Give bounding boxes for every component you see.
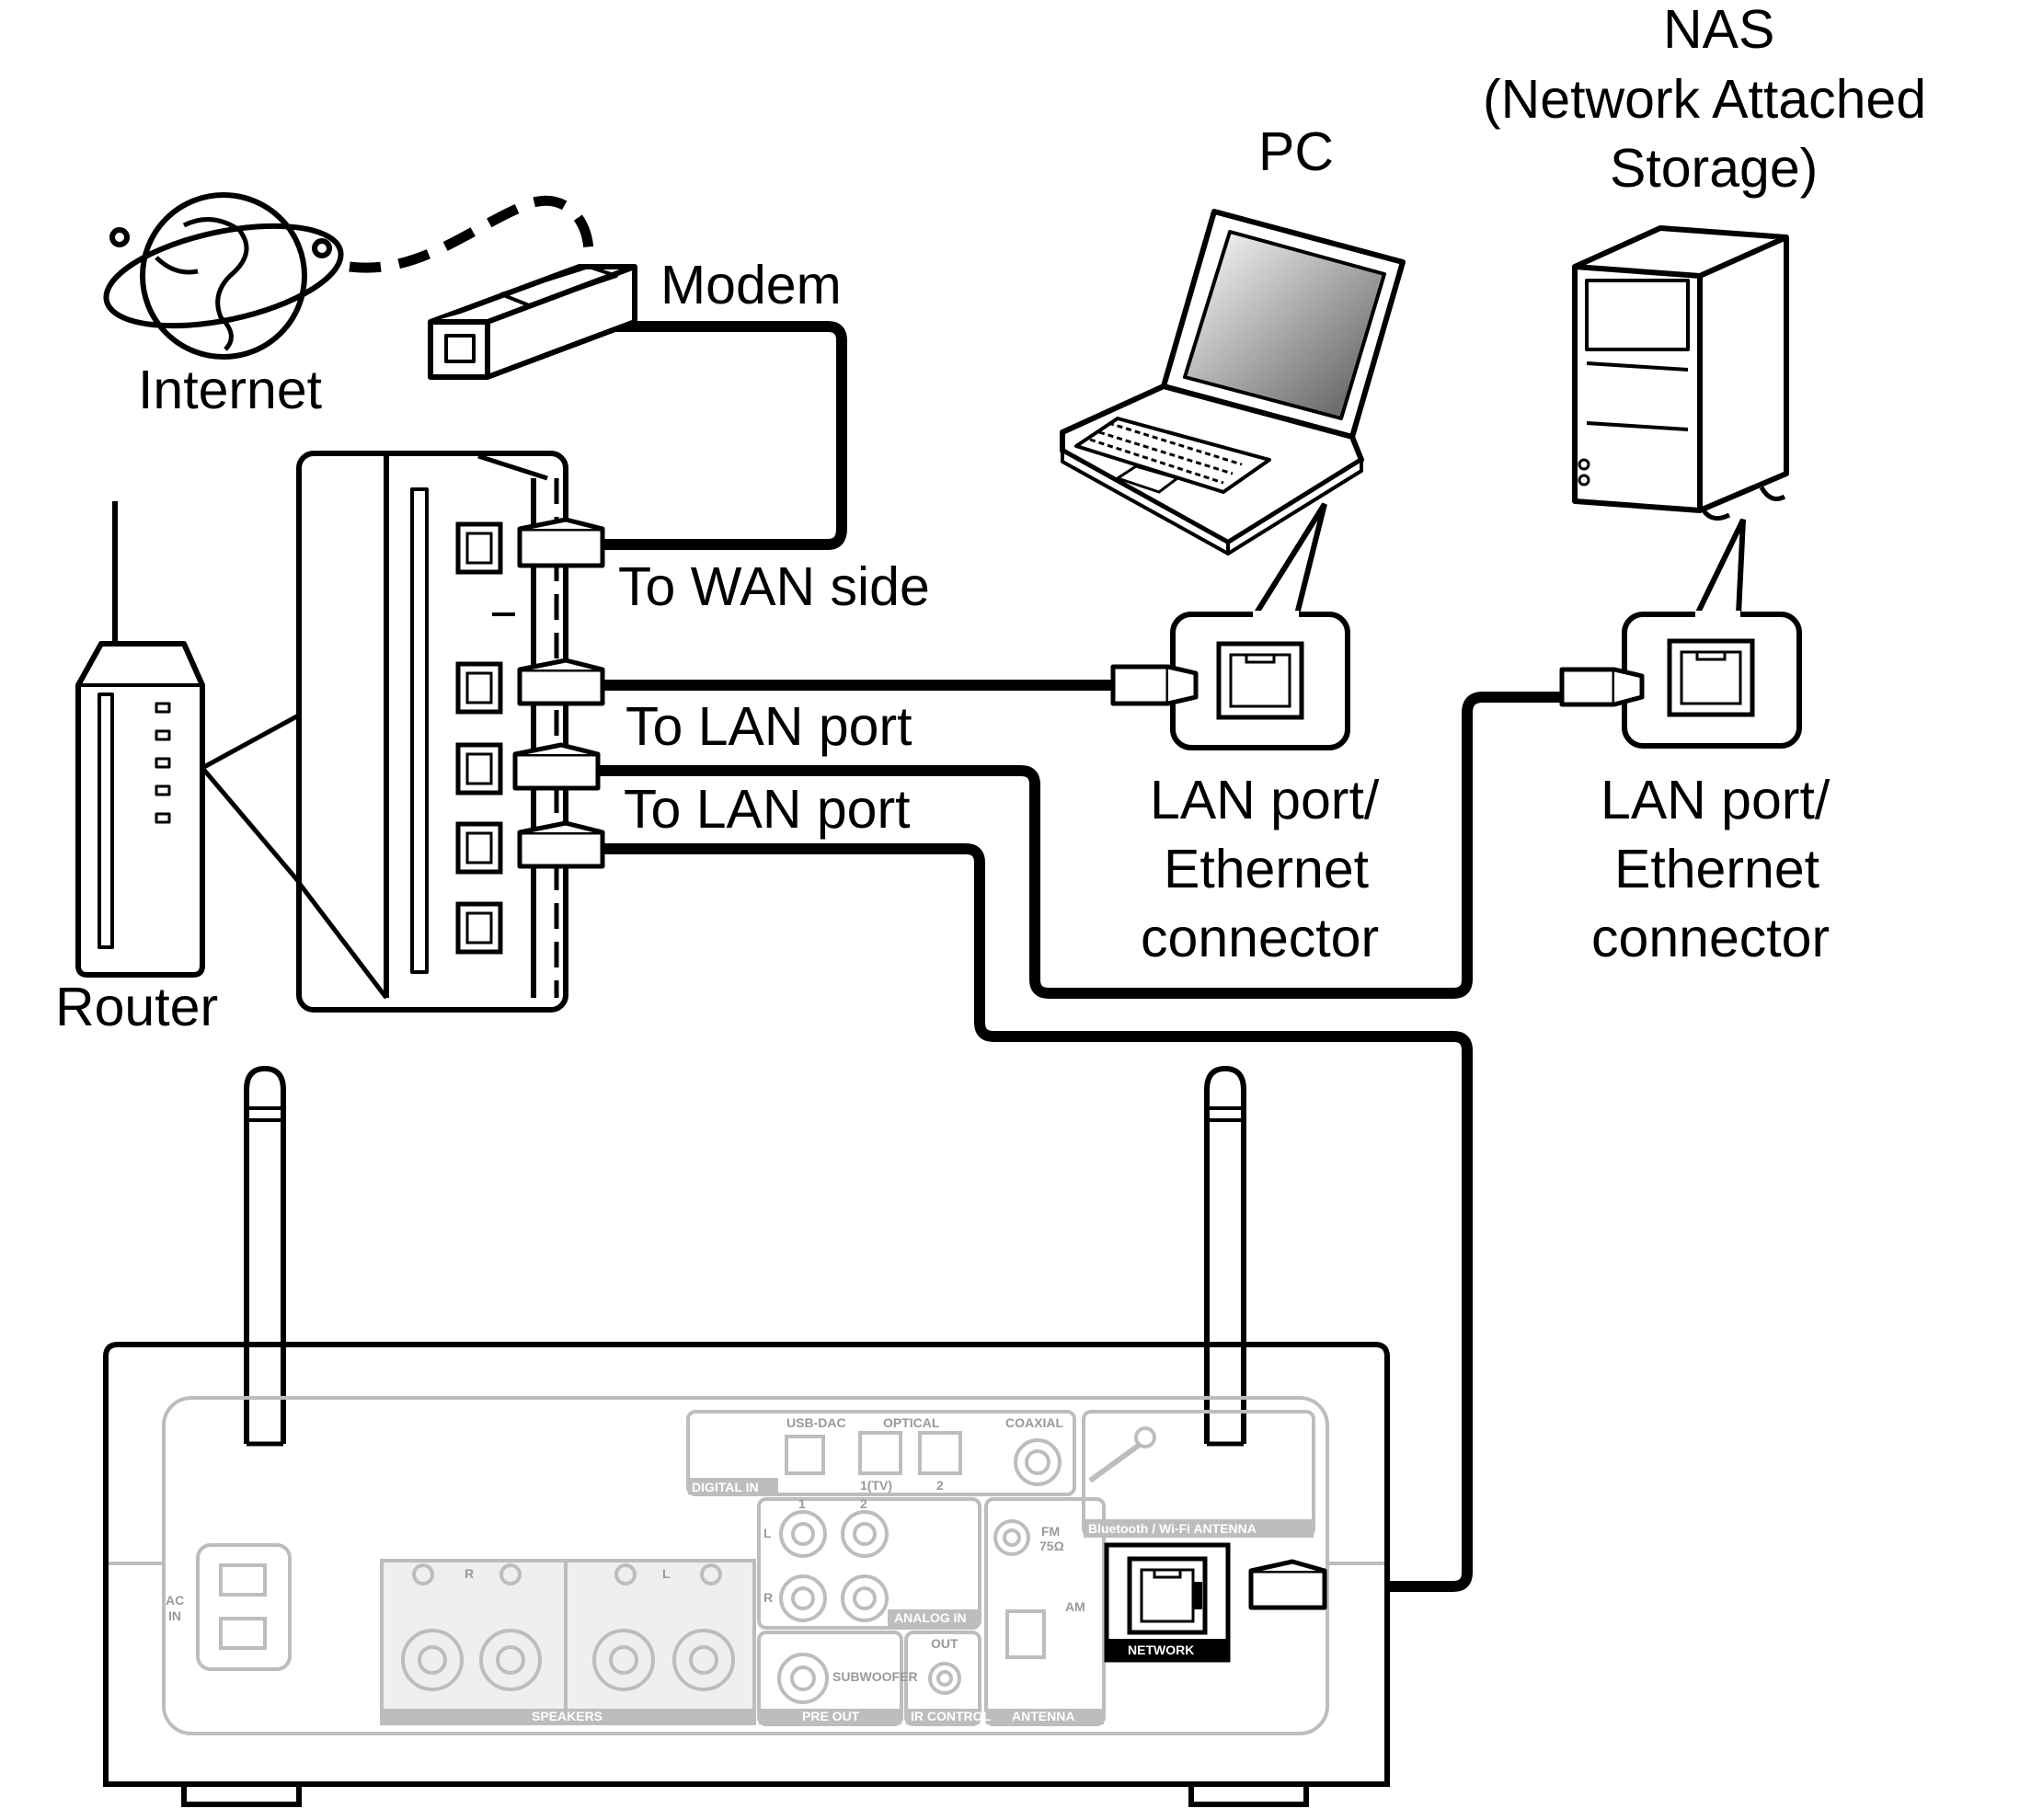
laptop-icon <box>1060 209 1406 555</box>
nas-port-label-3: connector <box>1591 908 1830 968</box>
router-ports <box>455 521 503 955</box>
nas-label-2: (Network Attached <box>1483 69 1926 130</box>
analog-2-label: 2 <box>860 1496 867 1511</box>
lan-port-2 <box>455 742 503 796</box>
pre-out-label: PRE OUT <box>802 1709 860 1723</box>
subwoofer-label: SUBWOOFER <box>832 1669 918 1684</box>
nas-plug-icon <box>1559 667 1645 707</box>
wan-plug-icon <box>517 517 605 568</box>
fm-ohm-label: 75Ω <box>1039 1539 1064 1553</box>
coaxial-label: COAXIAL <box>1005 1415 1063 1430</box>
ir-control-label: IR CONTROL <box>911 1709 992 1723</box>
router-plugs <box>512 517 605 869</box>
network-plug-icon <box>1248 1559 1327 1610</box>
pc-lan-port-callout <box>1170 502 1361 750</box>
pc-port-label-1: LAN port/ <box>1150 770 1380 830</box>
wan-port <box>455 521 503 575</box>
nas-label-3: Storage) <box>1610 138 1818 199</box>
network-label: NETWORK <box>1128 1643 1194 1657</box>
speakers-r-label: R <box>465 1566 474 1581</box>
receiver-cable <box>603 843 1473 1592</box>
pc-plug-icon <box>1110 664 1199 706</box>
digital-in-label: DIGITAL IN <box>692 1480 759 1494</box>
optical-2-label: 2 <box>936 1478 944 1493</box>
nas-lan-port-callout <box>1622 518 1802 749</box>
lan-port-4 <box>455 901 503 955</box>
analog-r-label: R <box>763 1590 773 1605</box>
router-icon <box>75 501 205 978</box>
antenna-label: ANTENNA <box>1012 1709 1074 1723</box>
nas-port-label-1: LAN port/ <box>1601 770 1831 830</box>
fm-label: FM <box>1041 1524 1060 1539</box>
to-lan-label-1: To LAN port <box>626 696 912 757</box>
pc-port-label-3: connector <box>1141 908 1379 968</box>
pc-label: PC <box>1258 121 1334 182</box>
ac-in-label-2: IN <box>168 1608 181 1623</box>
ac-in-label-1: AC <box>166 1593 184 1608</box>
optical-label: OPTICAL <box>883 1415 940 1430</box>
usb-dac-label: USB-DAC <box>786 1415 846 1430</box>
nas-label: NAS <box>1663 0 1774 60</box>
modem-icon <box>428 264 637 380</box>
nas-cable <box>598 692 1564 999</box>
bt-wifi-antenna-label: Bluetooth / Wi-Fi ANTENNA <box>1088 1521 1257 1536</box>
internet-modem-link <box>349 195 594 273</box>
lan-plug-icon <box>517 658 605 706</box>
modem-label: Modem <box>660 255 842 315</box>
analog-in-label: ANALOG IN <box>894 1610 967 1625</box>
to-lan-label-2: To LAN port <box>624 779 911 840</box>
analog-l-label: L <box>763 1526 772 1540</box>
network-port: NETWORK <box>1104 1542 1231 1663</box>
optical-1-label: 1(TV) <box>860 1478 892 1493</box>
analog-1-label: 1 <box>798 1496 806 1511</box>
router-label: Router <box>55 977 218 1037</box>
receiver-unit: USB-DAC OPTICAL COAXIAL DIGITAL IN 1(TV)… <box>103 1065 1390 1807</box>
to-wan-label: To WAN side <box>618 556 930 617</box>
speakers-label: SPEAKERS <box>532 1709 603 1723</box>
am-label: AM <box>1065 1599 1085 1614</box>
lan-plug-icon <box>517 820 605 869</box>
lan-port-3 <box>455 821 503 875</box>
pc-port-label-2: Ethernet <box>1164 839 1369 899</box>
cables <box>349 195 1564 1592</box>
speakers-l-label: L <box>662 1566 671 1581</box>
nas-icon <box>1572 225 1789 521</box>
globe-icon <box>103 192 344 360</box>
wan-cable <box>589 321 847 550</box>
nas-port-label-2: Ethernet <box>1614 839 1819 899</box>
lan-port-1 <box>455 661 503 715</box>
out-label: OUT <box>931 1636 958 1651</box>
internet-label: Internet <box>138 360 322 420</box>
lan-plug-icon <box>512 742 601 791</box>
